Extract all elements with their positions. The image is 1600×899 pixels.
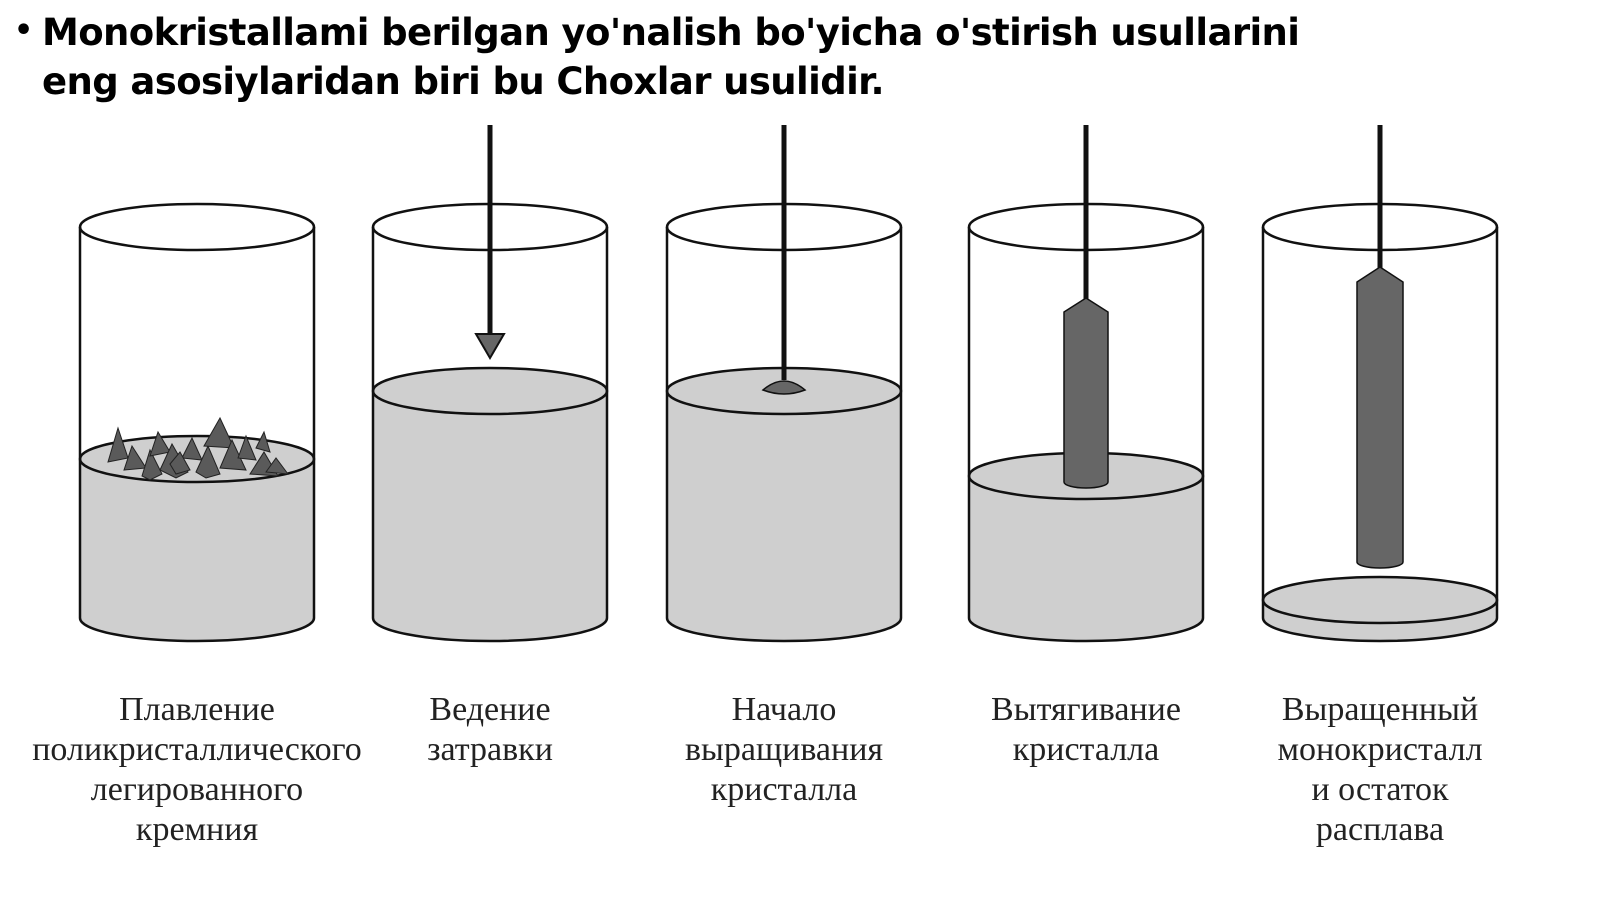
melt [373,391,607,641]
caption-line: Вытягивание [991,691,1181,728]
caption-line: кристалла [1012,731,1160,768]
crucible-rim [371,202,609,252]
monocrystal-ingot [1356,266,1404,569]
melt-surface [371,366,609,416]
caption-pulling: Вытягивание кристалла [886,690,1286,770]
polysilicon-chunks [107,416,290,481]
crucible-wall [371,227,609,643]
caption-line: кристалла [710,771,858,808]
caption-line: монокристалл [1277,731,1483,768]
crucible-rim [1261,202,1499,252]
crucible-rim [78,202,316,252]
stage-5-grown [1261,125,1499,643]
melt [80,459,314,641]
caption-seeding: Ведение затравки [290,690,690,770]
caption-grown: Выращенный монокристалл и остаток распла… [1180,690,1580,850]
crucible-rim [967,202,1205,252]
crucible-wall [1261,227,1499,643]
melt [667,391,901,641]
bullet-icon: • [14,13,34,48]
caption-line: Выращенный [1281,691,1479,728]
caption-line: Ведение [429,691,551,728]
caption-line: затравки [427,731,553,768]
melt [1263,600,1497,641]
bullet-text: Monokristallami berilgan yo'nalish bo'yi… [42,11,1300,103]
caption-line: поликристаллического [32,731,362,768]
crystal-nucleus [761,380,807,395]
crystal-ingot [1063,297,1109,489]
bullet-point: • Monokristallami berilgan yo'nalish bo'… [14,8,1574,106]
stage-2-seeding [371,125,609,643]
caption-line: Плавление [119,691,275,728]
caption-melting: Плавление поликристаллического легирован… [0,690,397,850]
crucible-rim [665,202,903,252]
caption-growth-start: Начало выращивания кристалла [584,690,984,810]
melt-surface [1261,575,1499,625]
caption-line: выращивания [684,731,884,768]
caption-line: Начало [731,691,837,728]
caption-line: и остаток [1311,771,1449,808]
crucible-wall [665,227,903,643]
caption-line: легированного [90,771,304,808]
crucible-wall [967,227,1205,643]
seed-crystal [474,333,506,360]
caption-line: расплава [1315,811,1445,848]
stage-1-melting [78,202,316,643]
melt [969,476,1203,641]
crucible-wall [78,227,316,643]
caption-line: кремния [135,811,259,848]
stage-4-pulling [967,125,1205,643]
stage-3-growth-start [665,125,903,643]
